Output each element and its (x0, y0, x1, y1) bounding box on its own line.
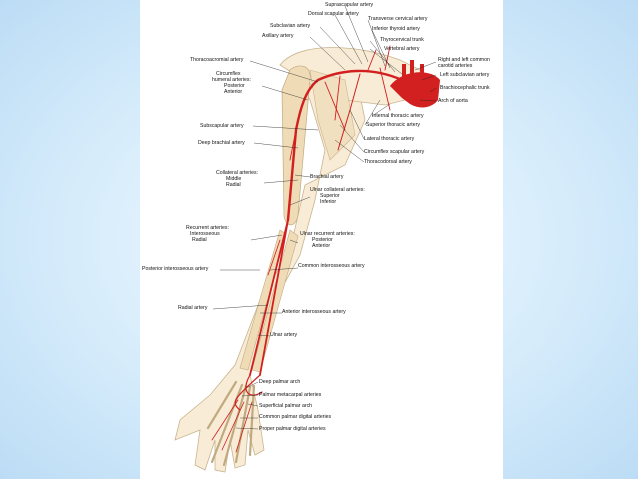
label-thoracodorsal-artery: Thoracodorsal artery (364, 159, 412, 165)
label-inferior-thyroid-artery: Inferior thyroid artery (372, 26, 420, 32)
label-palmar-metacarpal-arteries: Palmar metacarpal arteries (259, 392, 322, 398)
label-circumflex-humeral-2: humeral arteries: (212, 77, 251, 83)
label-thyrocervical-trunk: Thyrocervical trunk (380, 37, 424, 43)
label-recurrent-interosseous: Interosseous (190, 231, 220, 237)
label-ulnar-recurrent-arteries: Ulnar recurrent arteries: (300, 231, 355, 237)
label-common-carotid-2: carotid arteries (438, 63, 473, 69)
label-circumflex-humeral-1: Circumflex (216, 71, 241, 77)
label-transverse-cervical-artery: Transverse cervical artery (368, 16, 428, 22)
label-arch-of-aorta: Arch of aorta (438, 98, 468, 104)
shoulder-outline (279, 47, 426, 106)
label-common-palmar-digital-arteries: Common palmar digital arteries (259, 414, 332, 420)
label-deep-palmar-arch: Deep palmar arch (259, 379, 301, 385)
label-left-subclavian-artery: Left subclavian artery (440, 72, 490, 78)
label-subscapular-artery: Subscapular artery (200, 123, 244, 129)
label-superficial-palmar-arch: Superficial palmar arch (259, 403, 313, 409)
label-deep-brachial-artery: Deep brachial artery (198, 140, 245, 146)
leader-lines (212, 5, 437, 430)
label-axillary-artery: Axillary artery (262, 33, 294, 39)
label-ulnar-recurrent-anterior: Anterior (312, 243, 331, 249)
label-recurrent-radial: Radial (192, 237, 207, 243)
label-circumflex-scapular-artery: Circumflex scapular artery (364, 149, 425, 155)
arterial-tree (211, 45, 404, 453)
label-subclavian-artery: Subclavian artery (270, 23, 311, 29)
diagram-panel: Suprascapular artery Dorsal scapular art… (140, 0, 503, 479)
label-radial-artery: Radial artery (178, 305, 208, 311)
label-thoracoacromial-artery: Thoracoacromial artery (190, 57, 244, 63)
label-collateral-radial: Radial (226, 182, 241, 188)
label-lateral-thoracic-artery: Lateral thoracic artery (364, 136, 415, 142)
label-posterior-interosseous-artery: Posterior interosseous artery (142, 266, 209, 272)
label-ulnar-artery: Ulnar artery (270, 332, 298, 338)
arm-artery-illustration (174, 5, 440, 473)
label-ulnar-recurrent-posterior: Posterior (312, 237, 333, 243)
label-superior-thoracic-artery: Superior thoracic artery (366, 122, 420, 128)
label-brachiocephalic-trunk: Brachiocephalic trunk (440, 85, 490, 91)
label-proper-palmar-digital-arteries: Proper palmar digital arteries (259, 426, 326, 432)
label-ulnar-collateral-arteries: Ulnar collateral arteries: (310, 187, 365, 193)
label-circumflex-posterior: Posterior (224, 83, 245, 89)
label-ulnar-collateral-inferior: Inferior (320, 199, 337, 205)
label-recurrent-arteries: Recurrent arteries: (186, 225, 229, 231)
label-internal-thoracic-artery: Internal thoracic artery (372, 113, 424, 119)
label-collateral-middle: Middle (226, 176, 242, 182)
scapula-bone (309, 69, 356, 161)
label-brachial-artery: Brachial artery (310, 174, 344, 180)
label-collateral-arteries: Collateral arteries: (216, 170, 259, 176)
label-suprascapular-artery: Suprascapular artery (325, 2, 374, 8)
label-dorsal-scapular-artery: Dorsal scapular artery (308, 11, 359, 17)
label-circumflex-anterior: Anterior (224, 89, 243, 95)
label-common-carotid-1: Right and left common (438, 57, 490, 63)
label-anterior-interosseous-artery: Anterior interosseous artery (282, 309, 346, 315)
label-vertebral-artery: Vertebral artery (384, 46, 420, 52)
label-ulnar-collateral-superior: Superior (320, 193, 340, 199)
label-common-interosseous-artery: Common interosseous artery (298, 263, 365, 269)
